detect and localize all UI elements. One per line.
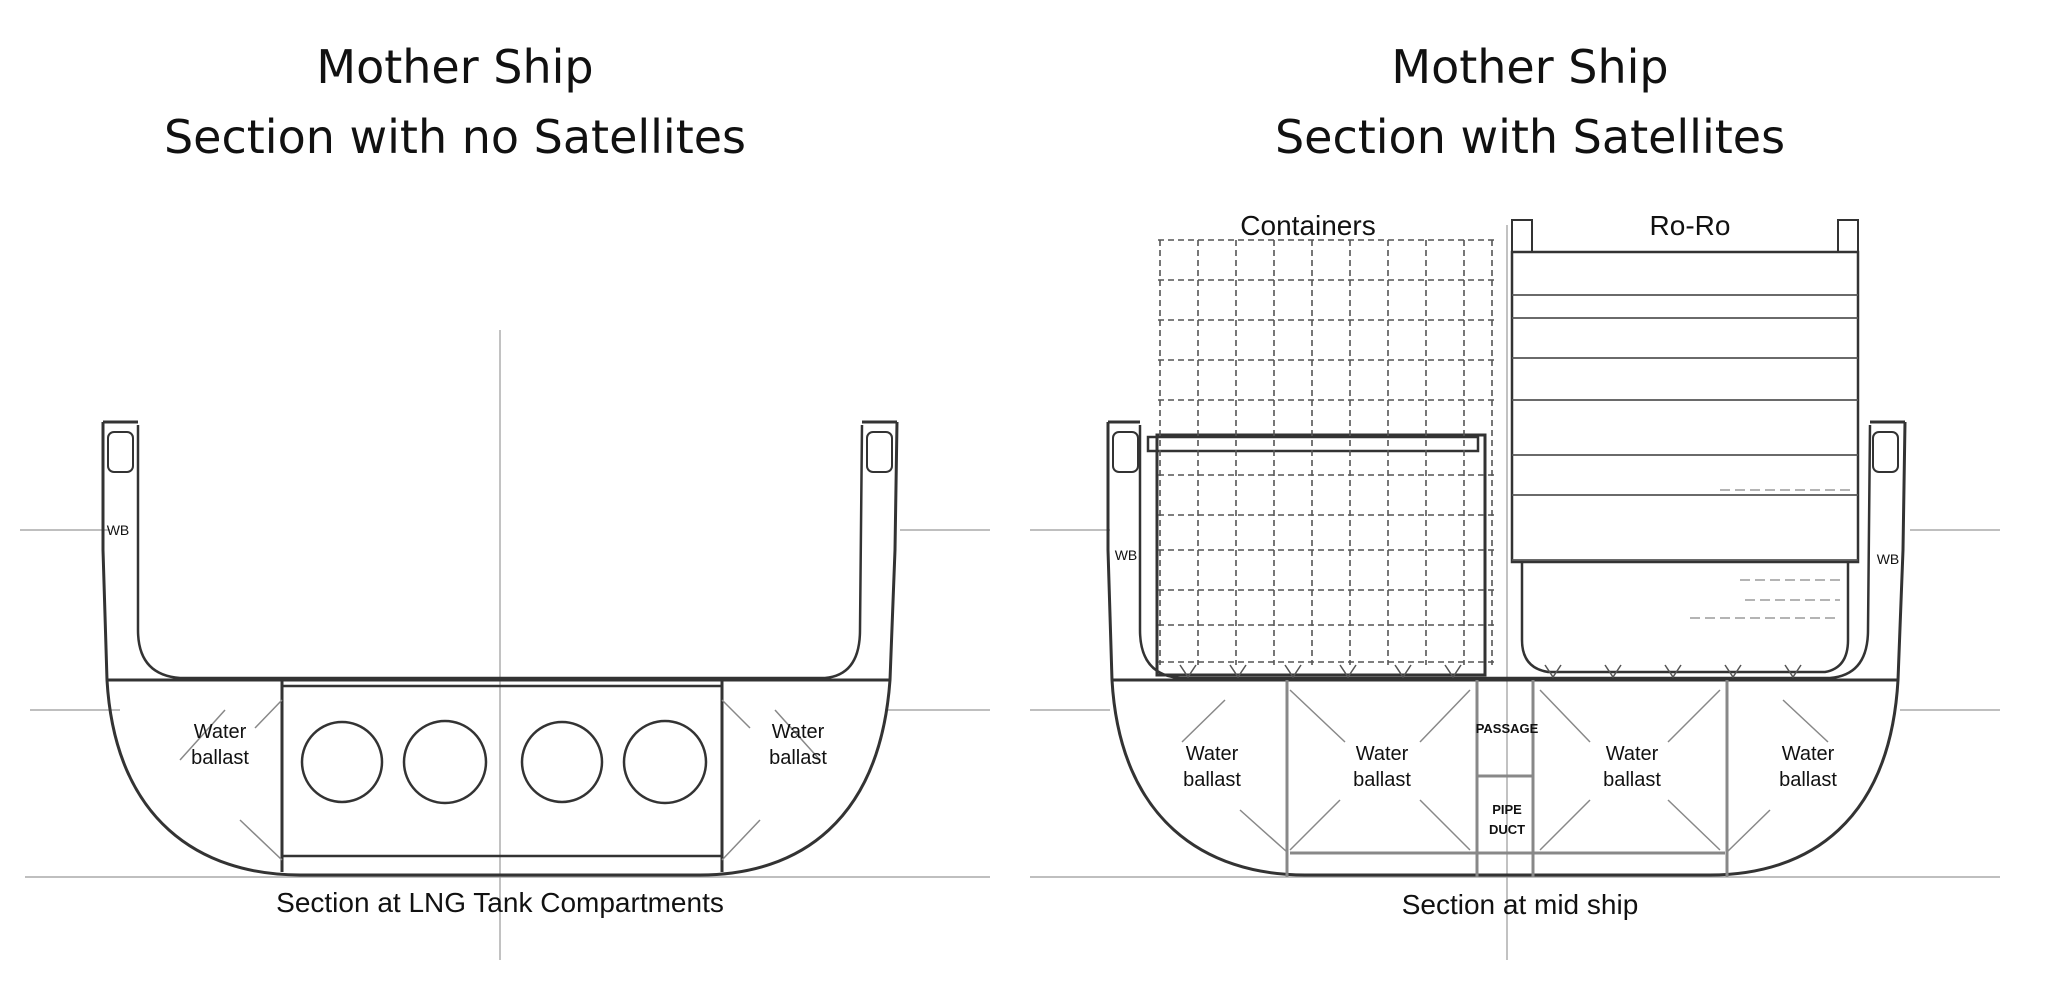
containers-label: Containers xyxy=(1240,210,1375,241)
left-title: Mother Ship Section with no Satellites xyxy=(40,32,870,172)
right-title-line2: Section with Satellites xyxy=(1274,110,1786,164)
pipe-duct-line2: DUCT xyxy=(1489,822,1525,837)
lng-tank-1 xyxy=(300,720,384,804)
left-title-line2: Section with no Satellites xyxy=(163,110,747,164)
left-ballast-2-line2: ballast xyxy=(769,747,827,769)
left-ballast-1-line2: ballast xyxy=(191,747,249,769)
left-caption: Section at LNG Tank Compartments xyxy=(276,887,724,918)
right-construction-lines xyxy=(1030,225,2000,960)
right-section-drawing: Containers Ro-Ro WB WB Water ballast Wat… xyxy=(1030,210,2000,960)
right-ballast-3-line2: ballast xyxy=(1603,769,1661,791)
left-hull-outline xyxy=(101,421,899,877)
right-title-line1: Mother Ship xyxy=(1391,40,1669,94)
right-ballast-3-line1: Water xyxy=(1606,743,1659,765)
right-title: Mother Ship Section with Satellites xyxy=(1080,32,1980,172)
left-lng-tanks xyxy=(300,719,708,805)
lng-tank-3 xyxy=(520,720,604,804)
right-ballast-4-line2: ballast xyxy=(1779,769,1837,791)
lng-tank-4 xyxy=(622,719,708,805)
right-ballast-1-line2: ballast xyxy=(1183,769,1241,791)
left-ballast-1-line1: Water xyxy=(194,721,247,743)
pipe-duct-line1: PIPE xyxy=(1492,802,1522,817)
roro-decks xyxy=(1512,294,1858,561)
left-construction-lines xyxy=(20,330,990,960)
container-stack-grid xyxy=(1158,239,1494,665)
roro-satellite xyxy=(1510,219,1860,679)
roro-label: Ro-Ro xyxy=(1650,210,1731,241)
left-title-line1: Mother Ship xyxy=(316,40,594,94)
container-satellite xyxy=(1146,239,1494,679)
right-ballast-2-line2: ballast xyxy=(1353,769,1411,791)
right-ballast-4-line1: Water xyxy=(1782,743,1835,765)
left-wb-label: WB xyxy=(107,522,130,538)
right-wb-label-left: WB xyxy=(1115,547,1138,563)
right-caption: Section at mid ship xyxy=(1402,889,1639,920)
lng-tank-2 xyxy=(402,719,488,805)
left-ballast-2-line1: Water xyxy=(772,721,825,743)
right-ballast-2-line1: Water xyxy=(1356,743,1409,765)
right-hull-outline xyxy=(1106,421,1907,877)
left-inner-hull xyxy=(136,424,864,680)
passage-label: PASSAGE xyxy=(1476,721,1539,736)
left-section-drawing: WB Water ballast Water ballast Section a… xyxy=(20,330,990,960)
right-ballast-1-line1: Water xyxy=(1186,743,1239,765)
right-inner-hull xyxy=(1138,424,1872,680)
right-wb-label-right: WB xyxy=(1877,551,1900,567)
